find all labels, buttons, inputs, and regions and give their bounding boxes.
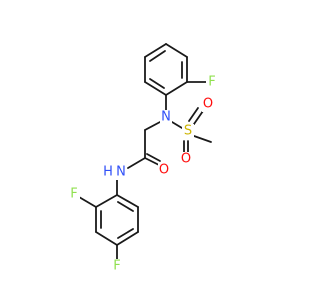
atom-oxygen-sulfonyl-2: O [180, 152, 192, 167]
bond [144, 81, 167, 96]
bond [144, 43, 167, 58]
atom-sulfur: S [182, 124, 194, 139]
bond [95, 231, 118, 246]
bond [188, 107, 199, 122]
bond [149, 50, 166, 62]
bond [193, 110, 204, 125]
bond [144, 157, 160, 166]
bond [78, 196, 97, 208]
atom-label: N [116, 165, 126, 180]
bond [116, 194, 139, 208]
atom-label: F [70, 187, 77, 202]
bond [95, 194, 118, 208]
bond [193, 135, 212, 143]
atom-label: O [159, 163, 169, 178]
bond [171, 121, 183, 129]
atom-fluorine-bottom: F [111, 259, 123, 274]
atom-label: F [113, 259, 120, 274]
atom-label: O [181, 152, 191, 167]
bond [116, 231, 139, 246]
atom-oxygen-carbonyl: O [158, 163, 170, 178]
atom-label: N [161, 110, 171, 125]
bond [117, 228, 134, 239]
bond [144, 121, 161, 131]
atom-fluorine-top: F [206, 75, 218, 90]
molecule-diagram: F N S O O N H O [68, 43, 218, 274]
bond-layer [78, 43, 212, 261]
bond [149, 78, 165, 89]
atom-label-layer: F N S O O N H O [68, 75, 218, 274]
atom-label: H [103, 165, 113, 180]
atom-nitrogen-sulfonamide: N [160, 110, 172, 125]
atom-label: S [184, 124, 192, 139]
atom-fluorine-left: F [68, 187, 80, 202]
atom-label: F [208, 75, 215, 90]
atom-label: O [203, 97, 213, 112]
atom-oxygen-sulfonyl-1: O [202, 97, 214, 112]
bond [117, 201, 134, 212]
bond [165, 81, 188, 96]
bond [165, 43, 188, 58]
bond [146, 153, 161, 162]
atom-hydrogen-amide: H [102, 165, 114, 180]
atom-nitrogen-amide: N [115, 165, 127, 180]
structure-canvas: F N S O O N H O [68, 43, 218, 274]
bond [127, 157, 146, 169]
